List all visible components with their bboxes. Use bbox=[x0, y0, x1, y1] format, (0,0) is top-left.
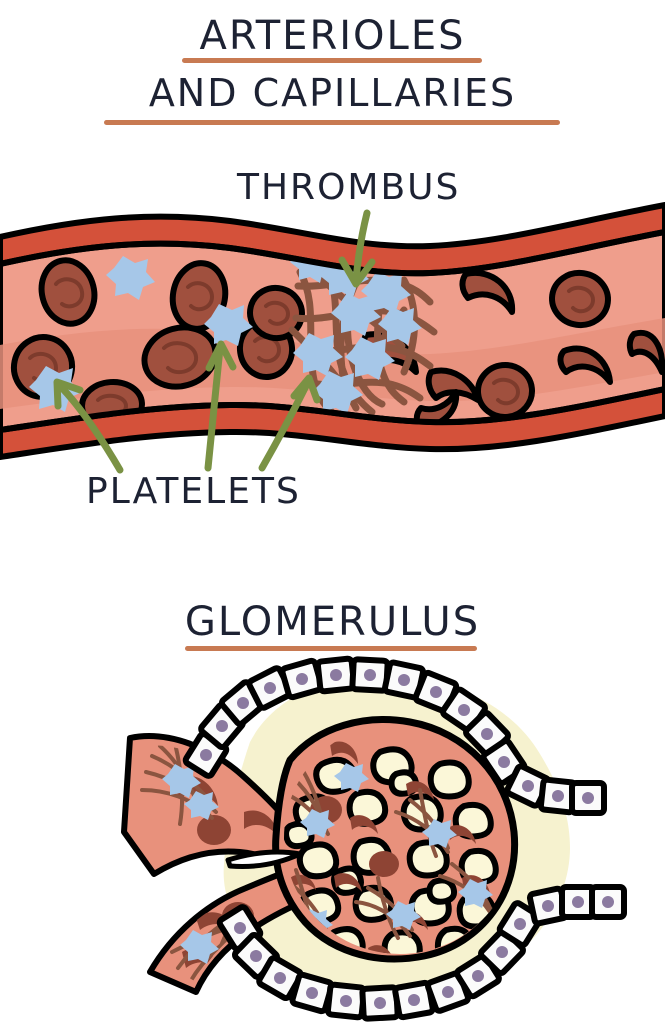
platelet bbox=[106, 256, 155, 300]
red-blood-cell bbox=[197, 815, 231, 845]
blood-vessel bbox=[0, 202, 665, 460]
platelets-label: PLATELETS bbox=[86, 471, 301, 512]
red-blood-cell bbox=[557, 345, 613, 385]
page-title-underline-1 bbox=[182, 58, 482, 63]
epithelial-cell-nucleus bbox=[234, 896, 614, 1009]
red-blood-cell bbox=[626, 329, 665, 375]
vessel-inner-wall-line bbox=[0, 386, 665, 433]
red-blood-cell bbox=[38, 257, 98, 327]
red-blood-cell bbox=[169, 260, 229, 332]
platelet bbox=[331, 293, 381, 336]
section-title-underline-glomerulus bbox=[185, 646, 477, 651]
thrombus-label: THROMBUS bbox=[237, 167, 461, 208]
red-blood-cell bbox=[475, 361, 535, 421]
red-blood-cell bbox=[459, 269, 516, 315]
bowmans-capsule-epithelium-upper bbox=[182, 655, 607, 816]
capillary-tuft bbox=[272, 716, 519, 963]
red-blood-cell bbox=[244, 810, 278, 836]
platelet bbox=[204, 304, 253, 346]
section-title-glomerulus: GLOMERULUS bbox=[184, 599, 481, 645]
page-title-line-1: ARTERIOLES bbox=[199, 13, 466, 59]
epithelial-cell-nucleus bbox=[200, 669, 594, 804]
platelet bbox=[180, 930, 219, 964]
platelet bbox=[345, 337, 395, 380]
platelet bbox=[298, 763, 493, 938]
page-title-underline-2 bbox=[104, 120, 560, 125]
platelet bbox=[293, 333, 343, 376]
red-blood-cell bbox=[141, 324, 219, 390]
platelets-callout-arrow bbox=[204, 340, 237, 472]
vessel-inner-wall-line bbox=[0, 229, 665, 277]
callout-arrows bbox=[53, 209, 376, 474]
glomerulus bbox=[121, 655, 627, 1022]
vascular-pole-slit bbox=[225, 849, 303, 869]
platelet bbox=[162, 764, 201, 798]
platelet bbox=[378, 307, 422, 345]
platelet bbox=[184, 791, 219, 820]
red-blood-cell bbox=[196, 912, 236, 930]
red-blood-cell bbox=[549, 269, 611, 329]
platelets-callout-arrow bbox=[258, 374, 321, 472]
page-title-line-2: AND CAPILLARIES bbox=[148, 71, 517, 115]
platelet bbox=[313, 371, 363, 414]
platelets-callout-arrow bbox=[53, 378, 124, 474]
bowmans-capsule-epithelium-lower bbox=[216, 884, 627, 1022]
platelet bbox=[361, 271, 411, 314]
thrombus-callout-arrow bbox=[338, 209, 376, 288]
